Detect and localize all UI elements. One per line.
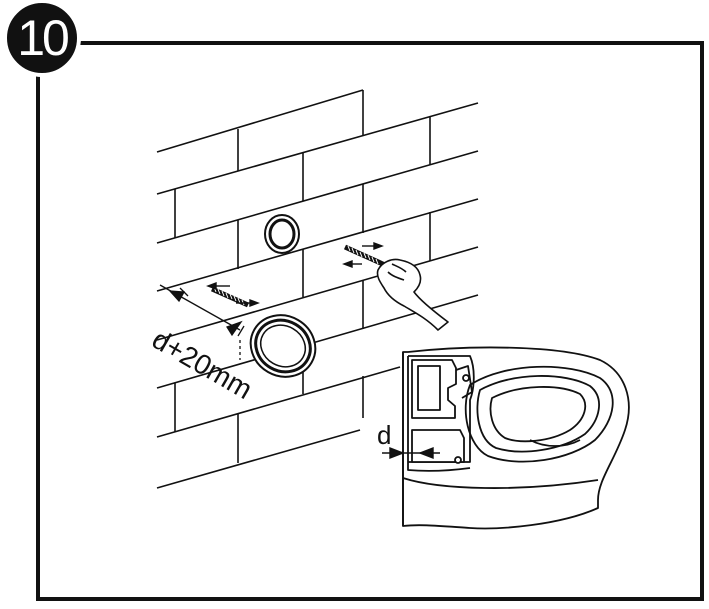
rod-direction-arrows-right (342, 241, 384, 269)
step-badge: 10 (3, 0, 81, 77)
threaded-rod-right (343, 244, 387, 268)
step-frame (36, 41, 704, 601)
step-number: 10 (17, 10, 68, 66)
water-inlet-pipe (264, 214, 300, 254)
depth-label: d (377, 420, 391, 450)
rod-direction-arrows-left (206, 281, 260, 308)
drain-pipe (249, 314, 317, 378)
offset-dimension (159, 284, 245, 360)
depth-dimension (382, 446, 440, 460)
wall-hung-toilet (402, 346, 630, 530)
brick-wall (156, 89, 479, 489)
hand (376, 258, 449, 331)
